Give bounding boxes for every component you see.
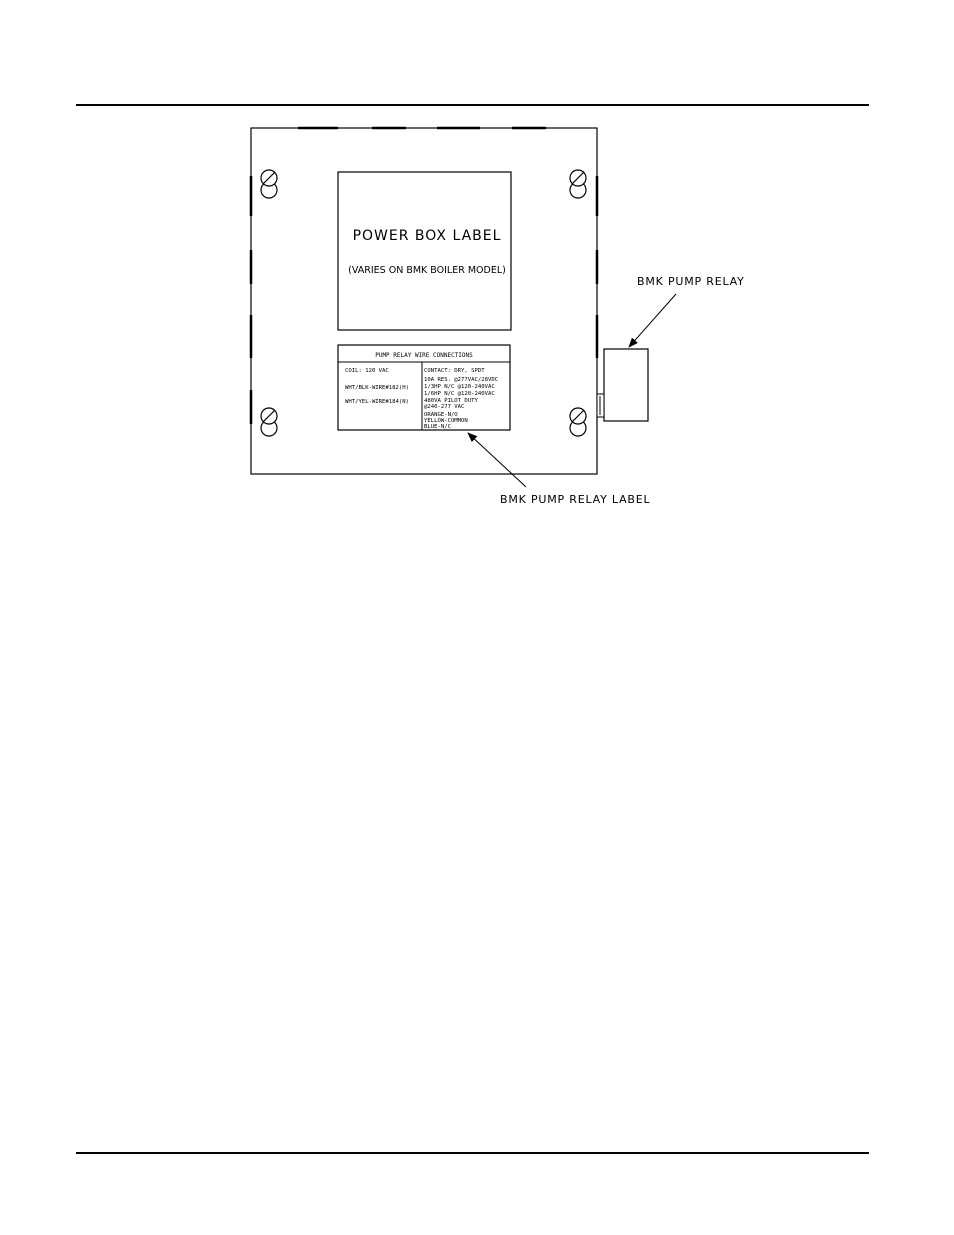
relay-label-left-line: WHT/YEL-WIRE#184(N) xyxy=(345,399,409,405)
power-box-label-subtitle: (VARIES ON BMK BOILER MODEL) xyxy=(348,265,506,276)
relay-label-right-line: @240-277 VAC xyxy=(424,404,464,410)
power-box-label-title: POWER BOX LABEL xyxy=(353,228,502,244)
pump-relay-box xyxy=(596,348,649,422)
pump-relay-label-callout: BMK PUMP RELAY LABEL xyxy=(500,493,651,506)
relay-label-right-line: 1/6HP N/C @120-240VAC xyxy=(424,391,495,397)
power-box-outline xyxy=(250,127,598,475)
relay-label-right-line: ORANGE-N/O xyxy=(424,412,458,418)
pump-relay-label-leader-arrow xyxy=(467,432,527,488)
relay-label-header: PUMP RELAY WIRE CONNECTIONS xyxy=(375,352,473,359)
screw-bottom-left-icon xyxy=(260,407,278,437)
pump-relay-label: PUMP RELAY WIRE CONNECTIONS COIL: 120 VA… xyxy=(337,344,511,431)
relay-label-right-line: CONTACT: DRY, SPDT xyxy=(424,368,485,374)
relay-label-right-line: 480VA PILOT DUTY xyxy=(424,398,479,404)
screw-top-left-icon xyxy=(260,169,278,199)
power-box-label-panel xyxy=(337,171,512,331)
relay-label-left-line: WHT/BLK-WIRE#182(H) xyxy=(345,385,409,391)
relay-label-right-line: 10A RES. @277VAC/28VDC xyxy=(424,377,498,383)
header-rule xyxy=(76,104,869,106)
relay-label-right-line: BLUE-N/C xyxy=(424,424,451,430)
screw-bottom-right-icon xyxy=(569,407,587,437)
pump-relay-callout: BMK PUMP RELAY xyxy=(637,275,745,288)
footer-rule xyxy=(76,1152,869,1154)
relay-label-left-line: COIL: 120 VAC xyxy=(345,368,389,374)
relay-label-right-line: YELLOW-COMMON xyxy=(424,418,468,424)
screw-top-right-icon xyxy=(569,169,587,199)
relay-label-right-line: 1/3HP N/C @120-240VAC xyxy=(424,384,495,390)
pump-relay-leader-arrow xyxy=(628,293,677,348)
